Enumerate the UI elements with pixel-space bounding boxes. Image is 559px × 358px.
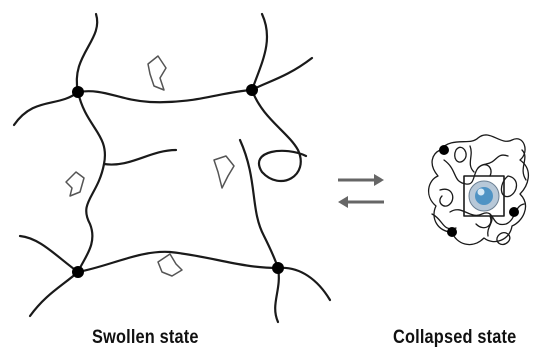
collapsed-state-label: Collapsed state [393, 327, 516, 349]
drug-molecule [66, 172, 84, 196]
core-highlight [478, 189, 485, 196]
drug-molecule [148, 56, 166, 90]
drug-molecule [214, 156, 234, 188]
swollen-state-label: Swollen state [92, 327, 199, 349]
crosslink-node [72, 266, 84, 278]
polymer-chain [78, 90, 252, 102]
polymer-chain [275, 268, 279, 322]
polymer-chain [77, 14, 97, 92]
crosslink-node [272, 262, 284, 274]
polymer-tangle [444, 155, 508, 184]
polymer-chain [20, 236, 78, 272]
reverse-arrow-head [338, 196, 348, 208]
polymer-chain [252, 14, 267, 90]
crosslink-node [439, 145, 449, 155]
polymer-chain [278, 268, 330, 300]
crosslink-node [72, 86, 84, 98]
drug-core [469, 181, 499, 211]
polymer-chain [104, 150, 176, 165]
polymer-chain [14, 92, 78, 125]
crosslink-node [509, 207, 519, 217]
polymer-tangle [455, 147, 466, 162]
polymer-tangle [440, 189, 453, 206]
forward-arrow-head [374, 174, 384, 186]
crosslink-node [246, 84, 258, 96]
equilibrium-arrows [338, 174, 384, 208]
core-inner [475, 187, 493, 205]
drug-molecule [158, 254, 182, 276]
polymer-chain [30, 272, 78, 316]
crosslink-node [447, 227, 457, 237]
polymer-chain [252, 90, 306, 181]
